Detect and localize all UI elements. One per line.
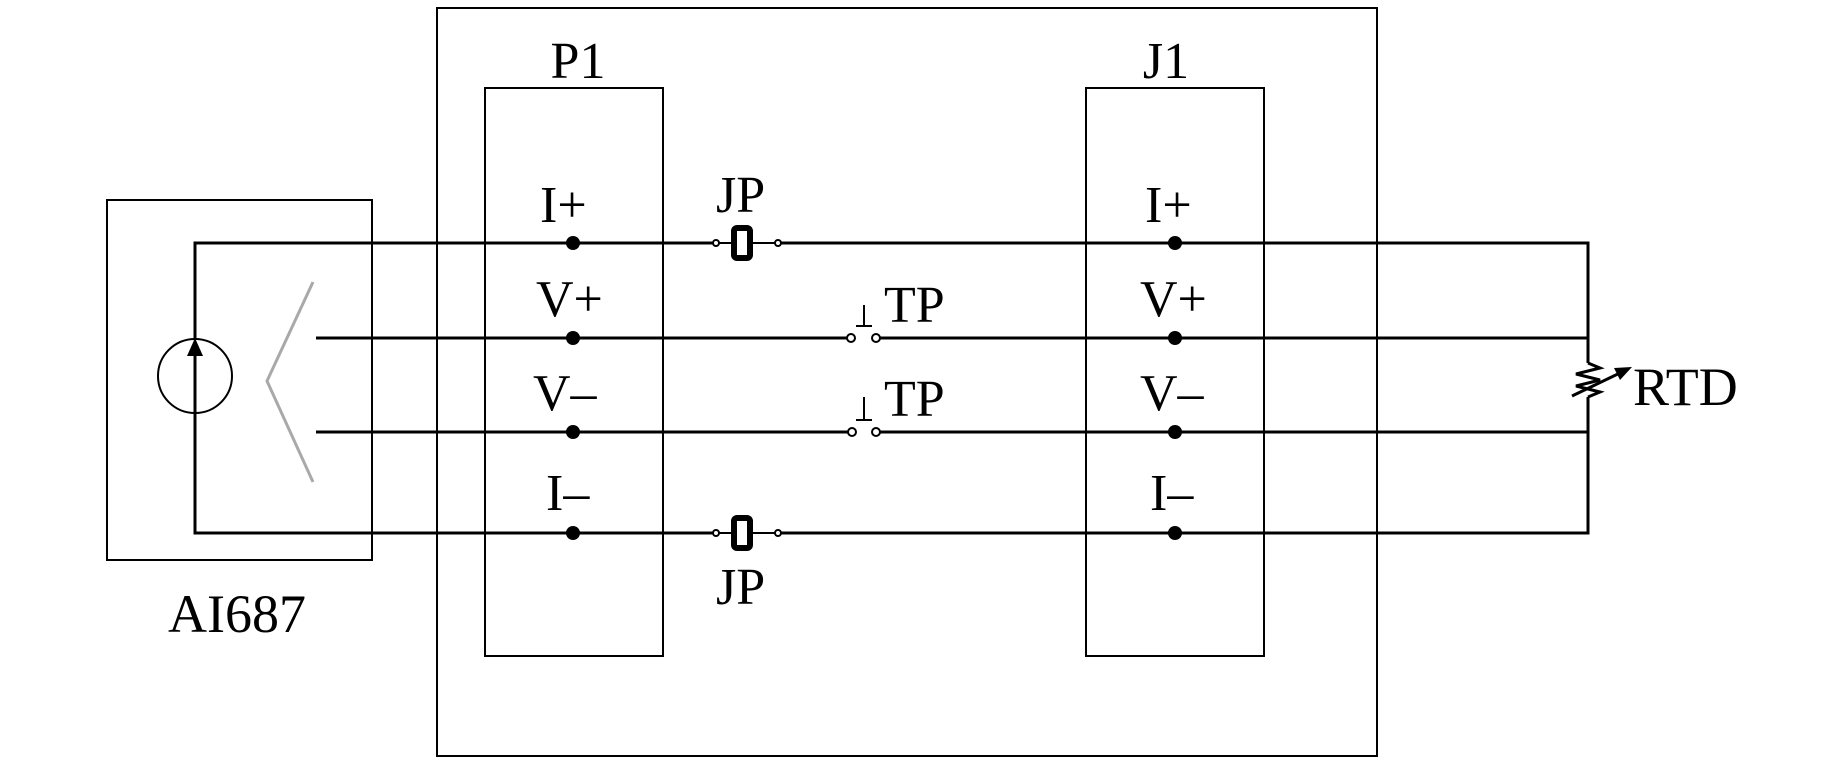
test-point-upper-label: TP bbox=[884, 277, 945, 334]
rtd-label: RTD bbox=[1633, 357, 1738, 417]
jumper-top-icon bbox=[712, 225, 782, 261]
test-point-upper-icon bbox=[846, 305, 881, 343]
p1-pin-v-minus-dot bbox=[566, 425, 580, 439]
p1-pin-label-i-plus: I+ bbox=[540, 177, 587, 234]
j1-pin-v-plus-dot bbox=[1168, 331, 1182, 345]
ai687-module-box bbox=[106, 199, 373, 561]
p1-pin-v-plus-dot bbox=[566, 331, 580, 345]
i-plus-wire-right bbox=[778, 241, 1590, 363]
jumper-bottom-label: JP bbox=[716, 559, 765, 616]
j1-pin-label-v-minus: V– bbox=[1140, 365, 1205, 422]
j1-pin-label-v-plus: V+ bbox=[1140, 271, 1207, 328]
rtd-resistor-icon bbox=[1571, 361, 1632, 399]
amplifier-triangle-icon bbox=[265, 281, 315, 483]
j1-pin-v-minus-dot bbox=[1168, 425, 1182, 439]
p1-pin-i-plus-dot bbox=[566, 236, 580, 250]
p1-pin-label-v-plus: V+ bbox=[536, 271, 603, 328]
module-label: AI687 bbox=[168, 584, 306, 644]
current-source-loop bbox=[157, 241, 715, 535]
j1-connector-box bbox=[1085, 87, 1265, 657]
test-point-lower-icon bbox=[847, 397, 881, 437]
current-source-arrow-head bbox=[187, 338, 203, 356]
p1-connector-box bbox=[484, 87, 664, 657]
j1-pin-label-i-plus: I+ bbox=[1145, 177, 1192, 234]
board-frame bbox=[436, 7, 1378, 757]
j1-connector-label: J1 bbox=[1143, 33, 1189, 90]
jumper-bottom-icon bbox=[712, 515, 782, 551]
p1-pin-i-minus-dot bbox=[566, 526, 580, 540]
j1-pin-label-i-minus: I– bbox=[1150, 465, 1194, 522]
p1-pin-label-v-minus: V– bbox=[533, 365, 598, 422]
p1-pin-label-i-minus: I– bbox=[546, 465, 590, 522]
test-point-lower-label: TP bbox=[884, 371, 945, 428]
jumper-top-label: JP bbox=[716, 167, 765, 224]
j1-pin-i-plus-dot bbox=[1168, 236, 1182, 250]
i-minus-wire-right bbox=[778, 397, 1590, 535]
j1-pin-i-minus-dot bbox=[1168, 526, 1182, 540]
p1-connector-label: P1 bbox=[551, 33, 606, 90]
current-loop-left-wire bbox=[193, 241, 715, 535]
